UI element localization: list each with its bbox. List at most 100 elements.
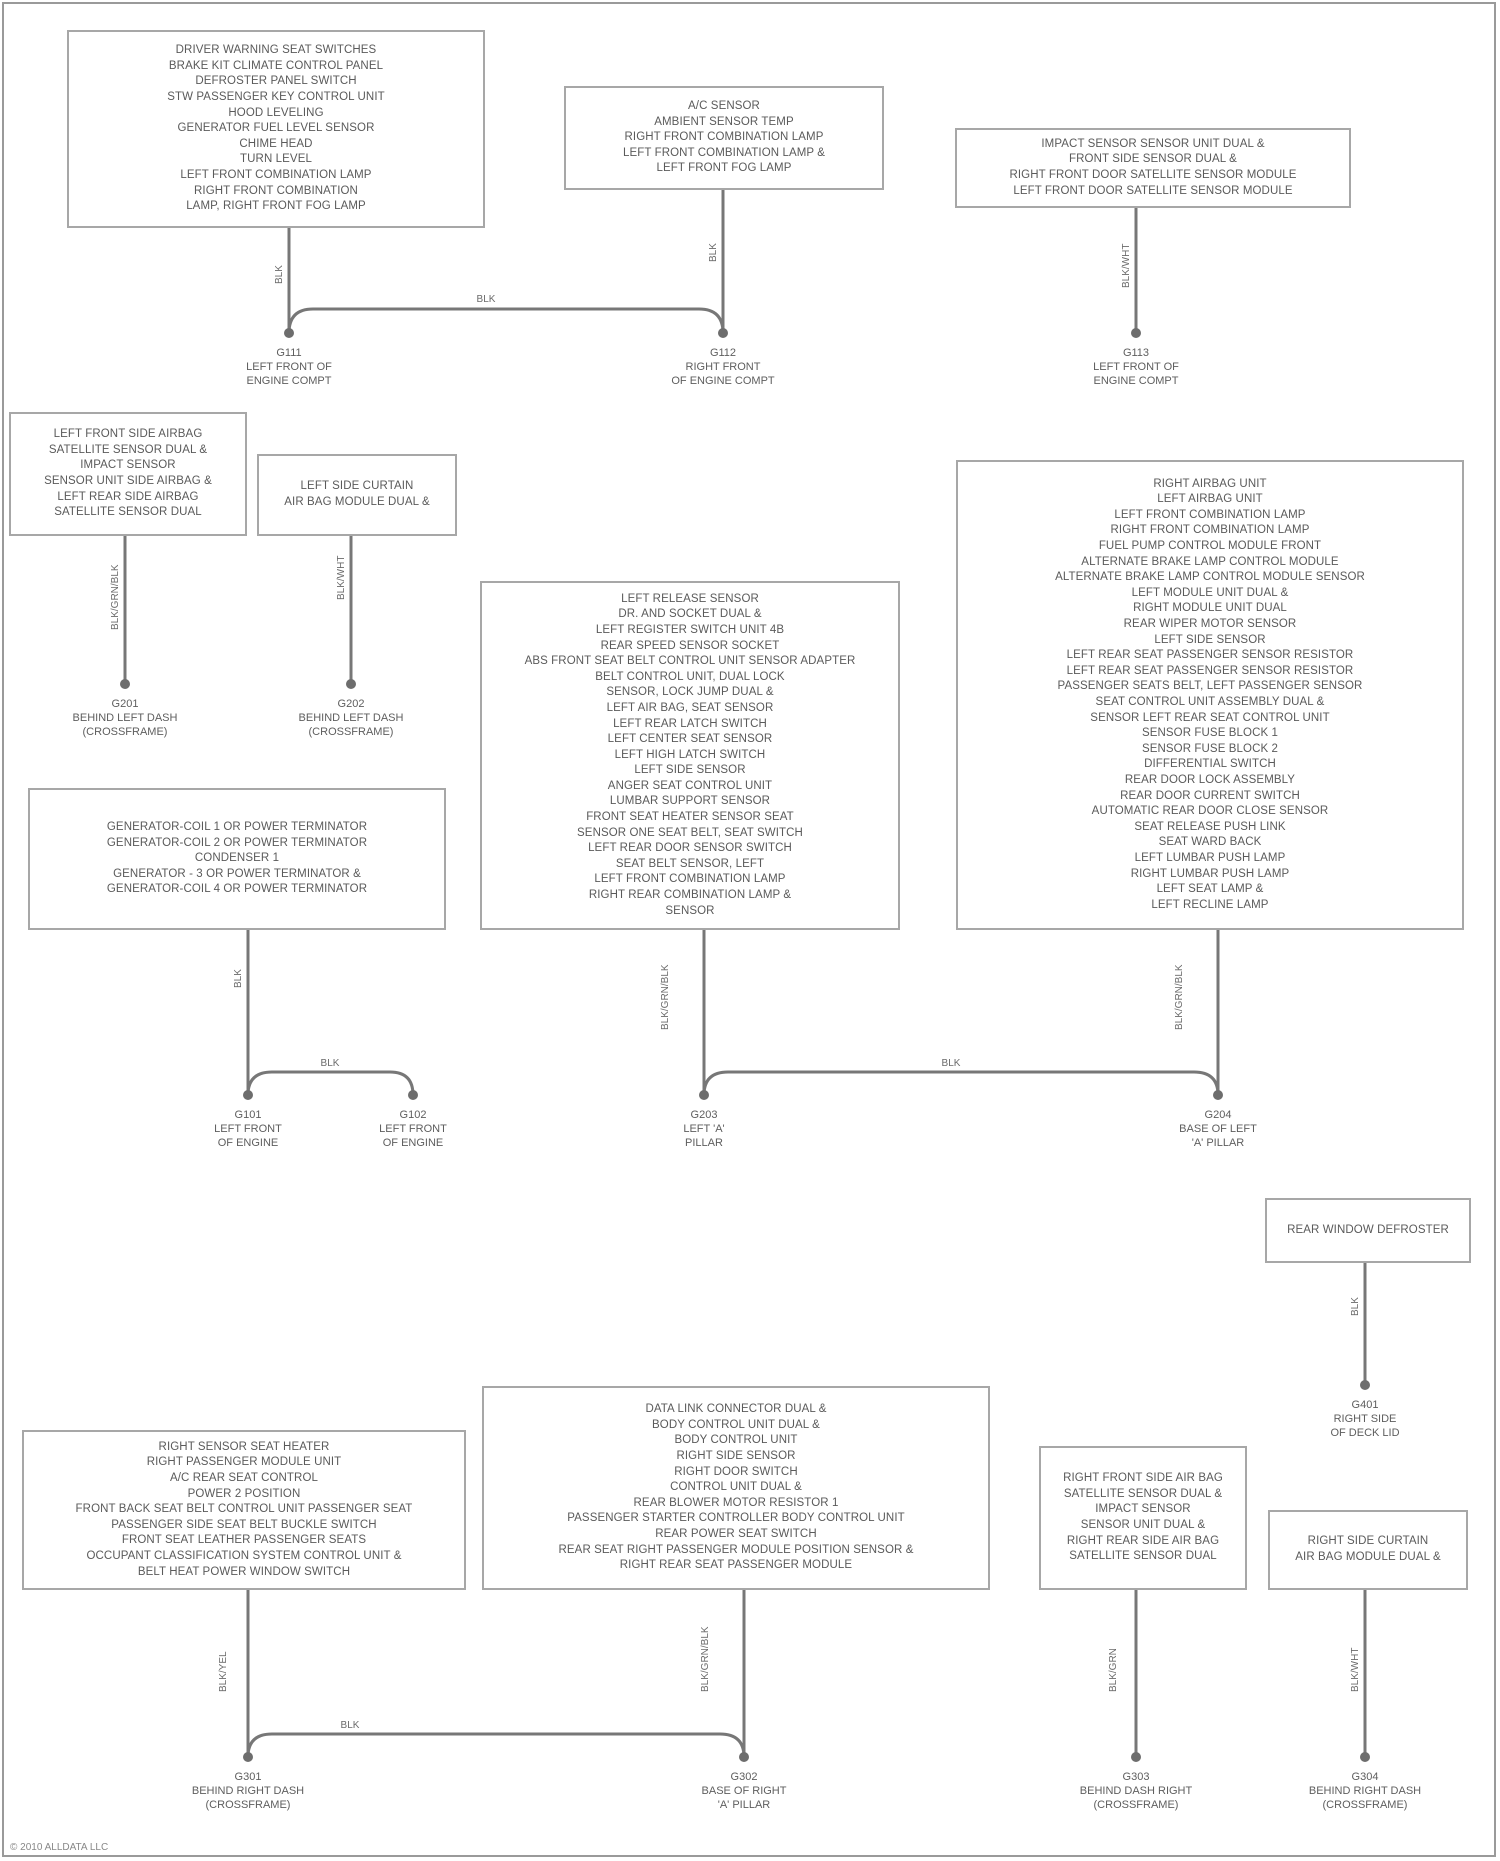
component-line: REAR WINDOW DEFROSTER: [1287, 1223, 1449, 1239]
ground-label-line: G301: [192, 1770, 304, 1784]
component-line: BRAKE KIT CLIMATE CONTROL PANEL: [167, 59, 385, 75]
ground-label-line: BEHIND RIGHT DASH: [192, 1784, 304, 1798]
component-line: RIGHT FRONT COMBINATION LAMP: [1055, 523, 1365, 539]
component-line: SENSOR ONE SEAT BELT, SEAT SWITCH: [525, 826, 856, 842]
component-line: GENERATOR-COIL 2 OR POWER TERMINATOR: [107, 836, 367, 852]
component-line: SENSOR FUSE BLOCK 1: [1055, 726, 1365, 742]
ground-label-line: (CROSSFRAME): [1080, 1798, 1192, 1812]
component-line: PASSENGER SIDE SEAT BELT BUCKLE SWITCH: [76, 1518, 413, 1534]
ground-label-line: BEHIND LEFT DASH: [73, 711, 178, 725]
component-line: LEFT FRONT COMBINATION LAMP &: [623, 146, 825, 162]
ground-label-line: LEFT 'A': [683, 1122, 724, 1136]
ground-point: [1213, 1090, 1223, 1100]
ground-label-line: G113: [1093, 346, 1179, 360]
component-line: SATELLITE SENSOR DUAL: [44, 505, 212, 521]
wire-color-label: BLK/GRN/BLK: [1174, 964, 1185, 1030]
splice-wire-2: [248, 1072, 413, 1095]
component-line: RIGHT SENSOR SEAT HEATER: [76, 1440, 413, 1456]
component-line: RIGHT FRONT DOOR SATELLITE SENSOR MODULE: [1009, 168, 1296, 184]
component-line: LEFT SEAT LAMP &: [1055, 882, 1365, 898]
ground-label-line: (CROSSFRAME): [192, 1798, 304, 1812]
component-line: BODY CONTROL UNIT DUAL &: [559, 1418, 914, 1434]
component-box: LEFT FRONT SIDE AIRBAGSATELLITE SENSOR D…: [9, 412, 247, 536]
component-line: SENSOR: [525, 904, 856, 920]
ground-point: [243, 1752, 253, 1762]
wire-color-label: BLK: [708, 243, 719, 262]
ground-label-line: BASE OF RIGHT: [702, 1784, 787, 1798]
component-line: IMPACT SENSOR: [44, 458, 212, 474]
ground-label-line: G401: [1330, 1398, 1399, 1412]
ground-label-line: BASE OF LEFT: [1179, 1122, 1257, 1136]
ground-label-line: ENGINE COMPT: [246, 374, 332, 388]
component-line: ABS FRONT SEAT BELT CONTROL UNIT SENSOR …: [525, 654, 856, 670]
component-line: LEFT AIRBAG UNIT: [1055, 492, 1365, 508]
component-line: AMBIENT SENSOR TEMP: [623, 115, 825, 131]
wire-color-label: BLK/WHT: [1350, 1648, 1361, 1692]
component-line: LEFT SIDE CURTAIN: [284, 479, 429, 495]
component-line: GENERATOR-COIL 1 OR POWER TERMINATOR: [107, 820, 367, 836]
ground-point: [739, 1752, 749, 1762]
ground-label-line: (CROSSFRAME): [299, 725, 404, 739]
component-line: SEAT CONTROL UNIT ASSEMBLY DUAL &: [1055, 695, 1365, 711]
component-line: FUEL PUMP CONTROL MODULE FRONT: [1055, 539, 1365, 555]
wire-color-label: BLK: [274, 265, 285, 284]
component-line: ALTERNATE BRAKE LAMP CONTROL MODULE: [1055, 555, 1365, 571]
ground-label-line: PILLAR: [683, 1136, 724, 1150]
ground-label-line: G203: [683, 1108, 724, 1122]
component-line: DR. AND SOCKET DUAL &: [525, 607, 856, 623]
wire-color-label: BLK: [1350, 1297, 1361, 1316]
wire-color-label: BLK/GRN/BLK: [110, 564, 121, 630]
component-line: AIR BAG MODULE DUAL &: [1295, 1550, 1440, 1566]
component-line: SEAT RELEASE PUSH LINK: [1055, 820, 1365, 836]
component-line: POWER 2 POSITION: [76, 1487, 413, 1503]
ground-label-line: G304: [1309, 1770, 1421, 1784]
component-line: ANGER SEAT CONTROL UNIT: [525, 779, 856, 795]
component-line: RIGHT LUMBAR PUSH LAMP: [1055, 867, 1365, 883]
ground-label-line: LEFT FRONT: [214, 1122, 282, 1136]
component-line: REAR WIPER MOTOR SENSOR: [1055, 617, 1365, 633]
ground-point: [1360, 1380, 1370, 1390]
component-line: RIGHT SIDE SENSOR: [559, 1449, 914, 1465]
component-line: REAR POWER SEAT SWITCH: [559, 1527, 914, 1543]
component-line: BELT CONTROL UNIT, DUAL LOCK: [525, 670, 856, 686]
ground-point: [1360, 1752, 1370, 1762]
ground-point: [1131, 328, 1141, 338]
ground-point: [346, 679, 356, 689]
component-line: RIGHT AIRBAG UNIT: [1055, 477, 1365, 493]
ground-label-line: LEFT FRONT: [379, 1122, 447, 1136]
component-line: IMPACT SENSOR: [1063, 1502, 1223, 1518]
component-line: SEAT BELT SENSOR, LEFT: [525, 857, 856, 873]
ground-label-line: RIGHT SIDE: [1330, 1412, 1399, 1426]
ground-label-line: G202: [299, 697, 404, 711]
component-line: TURN LEVEL: [167, 152, 385, 168]
component-line: LEFT CENTER SEAT SENSOR: [525, 732, 856, 748]
splice-label: BLK: [477, 294, 496, 305]
component-line: ALTERNATE BRAKE LAMP CONTROL MODULE SENS…: [1055, 570, 1365, 586]
component-line: REAR SPEED SENSOR SOCKET: [525, 639, 856, 655]
ground-label-line: G102: [379, 1108, 447, 1122]
component-line: GENERATOR - 3 OR POWER TERMINATOR &: [107, 867, 367, 883]
component-line: CONTROL UNIT DUAL &: [559, 1480, 914, 1496]
component-line: SATELLITE SENSOR DUAL &: [1063, 1487, 1223, 1503]
component-line: FRONT SEAT LEATHER PASSENGER SEATS: [76, 1533, 413, 1549]
ground-point: [243, 1090, 253, 1100]
component-line: LEFT RELEASE SENSOR: [525, 592, 856, 608]
wire-color-label: BLK/WHT: [336, 556, 347, 600]
component-line: LEFT REAR SIDE AIRBAG: [44, 490, 212, 506]
component-box: RIGHT SENSOR SEAT HEATERRIGHT PASSENGER …: [22, 1430, 466, 1590]
component-line: DRIVER WARNING SEAT SWITCHES: [167, 43, 385, 59]
wire-color-label: BLK/WHT: [1121, 244, 1132, 288]
ground-point: [1131, 1752, 1141, 1762]
